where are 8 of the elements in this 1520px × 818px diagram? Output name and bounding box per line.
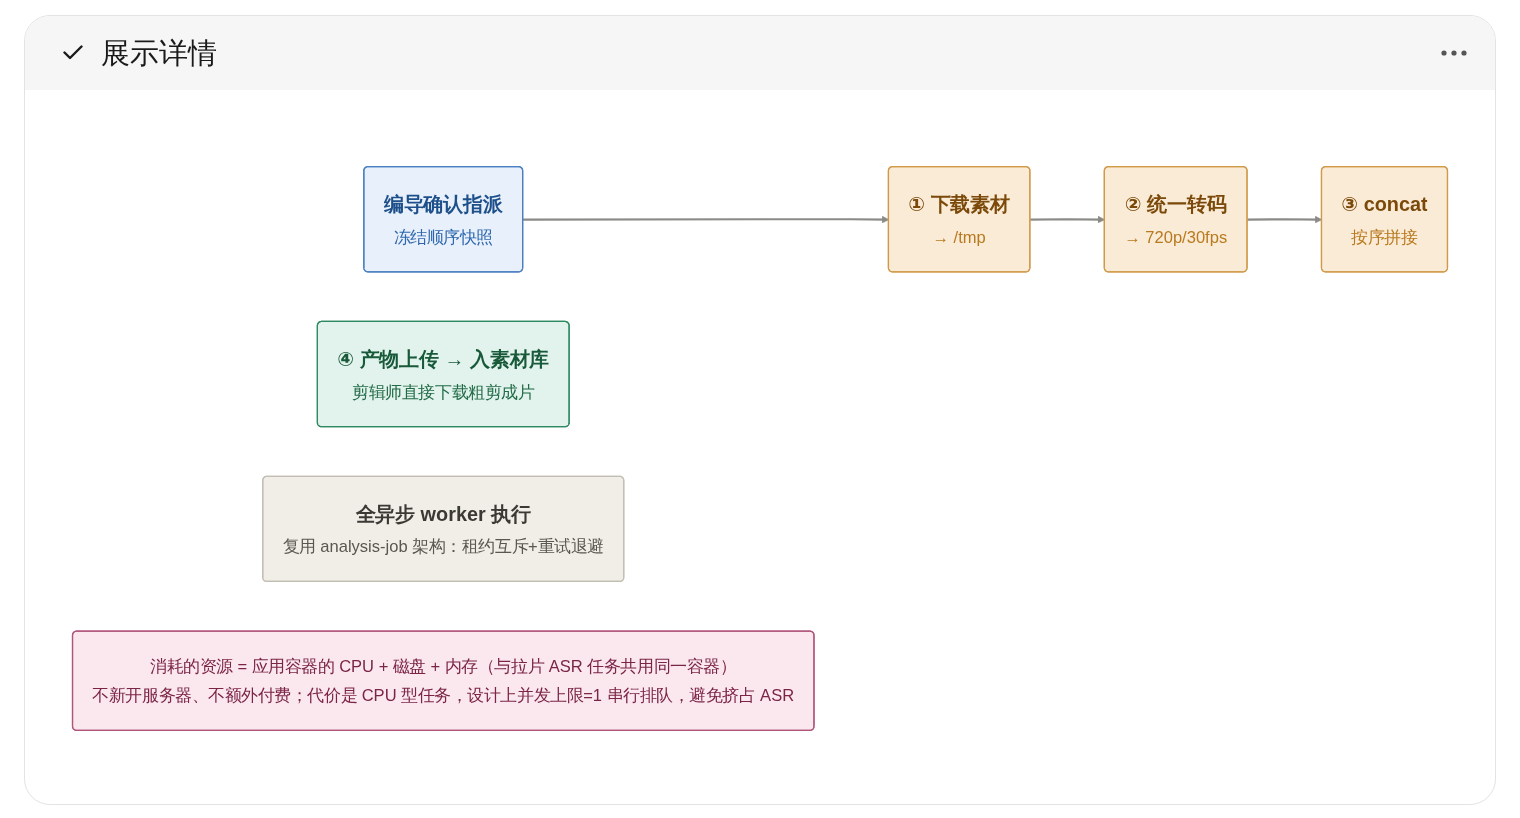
process-box: 编导确认指派 冻结顺序快照: [363, 165, 524, 272]
title: 展示详情: [101, 36, 217, 71]
process-box: 全异步 worker 执行 复用 analysis-job 架构：租约互斥+重试退避: [262, 475, 625, 582]
process-box: ③ concat 按序拼接: [1320, 165, 1449, 272]
process-box: ④ 产物上传 → 入素材库 剪辑师直接下载粗剪成片: [316, 320, 570, 427]
process-box: ① 下载素材 → /tmp: [887, 165, 1031, 272]
process-box: 消耗的资源 = 应用容器的 CPU + 磁盘 + 内存（与拉片 ASR 任务共用同一容器） 不新开服务器、不额外付费；代价是 CPU 型任务，设计上并发上限=1 串行排队，避免挤占 ASR: [71, 630, 815, 731]
process-box: ② 统一转码 → 720p/30fps: [1103, 165, 1248, 272]
